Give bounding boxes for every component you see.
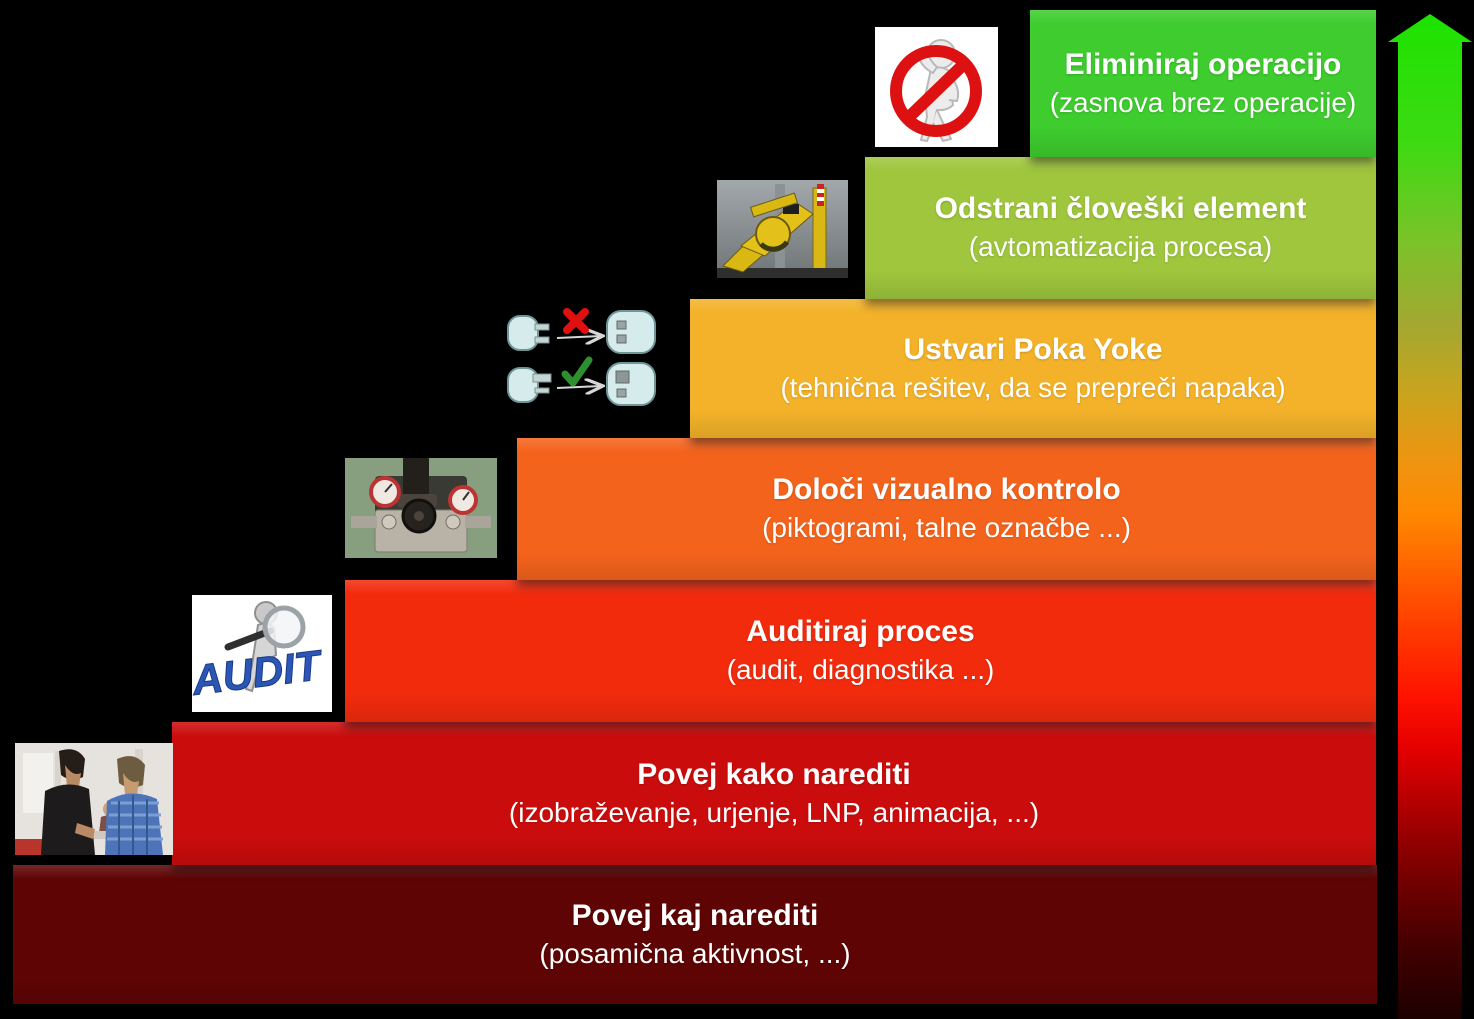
inspector-figure-icon bbox=[224, 601, 306, 693]
step-3-auditiraj-proces: Auditiraj proces (audit, diagnostika ...… bbox=[345, 580, 1376, 722]
step-subtitle: (audit, diagnostika ...) bbox=[726, 654, 995, 685]
step-title: Eliminiraj operacijo bbox=[1064, 47, 1342, 81]
robot-arm-shape bbox=[722, 192, 814, 273]
person-left bbox=[41, 749, 95, 855]
gauge-dial-right bbox=[448, 485, 478, 515]
step-title: Ustvari Poka Yoke bbox=[903, 332, 1163, 366]
step-subtitle: (izobraževanje, urjenje, LNP, animacija,… bbox=[508, 796, 1040, 828]
industrial-robot-arm-photo bbox=[717, 180, 848, 278]
pressure-gauges-photo bbox=[345, 458, 497, 558]
step-title: Auditiraj proces bbox=[746, 615, 975, 648]
magnifier-lens-icon bbox=[262, 605, 306, 649]
step-title: Povej kako narediti bbox=[637, 757, 911, 791]
step-6-odstrani-cloveski-element: Odstrani človeški element (avtomatizacij… bbox=[865, 157, 1376, 299]
step-subtitle: (posamična aktivnost, ...) bbox=[539, 937, 851, 969]
step-subtitle: (avtomatizacija procesa) bbox=[968, 231, 1273, 262]
red-x-icon bbox=[563, 308, 589, 334]
green-check-icon bbox=[561, 356, 593, 387]
audit-magnifier-clipart: AUDIT bbox=[192, 595, 332, 712]
no-operation-prohibition-icon bbox=[875, 27, 998, 147]
poka-yoke-connectors-diagram bbox=[507, 308, 656, 406]
prohibition-sign-icon bbox=[890, 45, 982, 137]
step-subtitle: (piktogrami, talne označbe ...) bbox=[762, 512, 1131, 543]
wrong-connector-pair bbox=[507, 308, 656, 354]
person-right bbox=[105, 756, 163, 855]
step-subtitle: (zasnova brez operacije) bbox=[1049, 86, 1357, 118]
step-subtitle: (tehnična rešitev, da se prepreči napaka… bbox=[780, 371, 1286, 403]
step-2-povej-kako-narediti: Povej kako narediti (izobraževanje, urje… bbox=[172, 722, 1376, 865]
gauge-dial-left bbox=[369, 476, 401, 508]
step-5-ustvari-poka-yoke: Ustvari Poka Yoke (tehnična rešitev, da … bbox=[690, 299, 1376, 438]
effectiveness-arrow-up-icon bbox=[1388, 14, 1472, 1019]
two-people-discussion-photo bbox=[15, 743, 173, 855]
step-title: Povej kaj narediti bbox=[571, 898, 819, 932]
step-7-eliminiraj-operacijo: Eliminiraj operacijo (zasnova brez opera… bbox=[1030, 10, 1376, 157]
step-title: Določi vizualno kontrolo bbox=[772, 473, 1121, 506]
step-4-doloci-vizualno-kontrolo: Določi vizualno kontrolo (piktogrami, ta… bbox=[517, 438, 1376, 580]
step-title: Odstrani človeški element bbox=[934, 192, 1307, 225]
correct-connector-pair bbox=[507, 356, 656, 406]
magnifier-handle bbox=[224, 627, 274, 651]
step-1-povej-kaj-narediti: Povej kaj narediti (posamična aktivnost,… bbox=[13, 865, 1377, 1004]
